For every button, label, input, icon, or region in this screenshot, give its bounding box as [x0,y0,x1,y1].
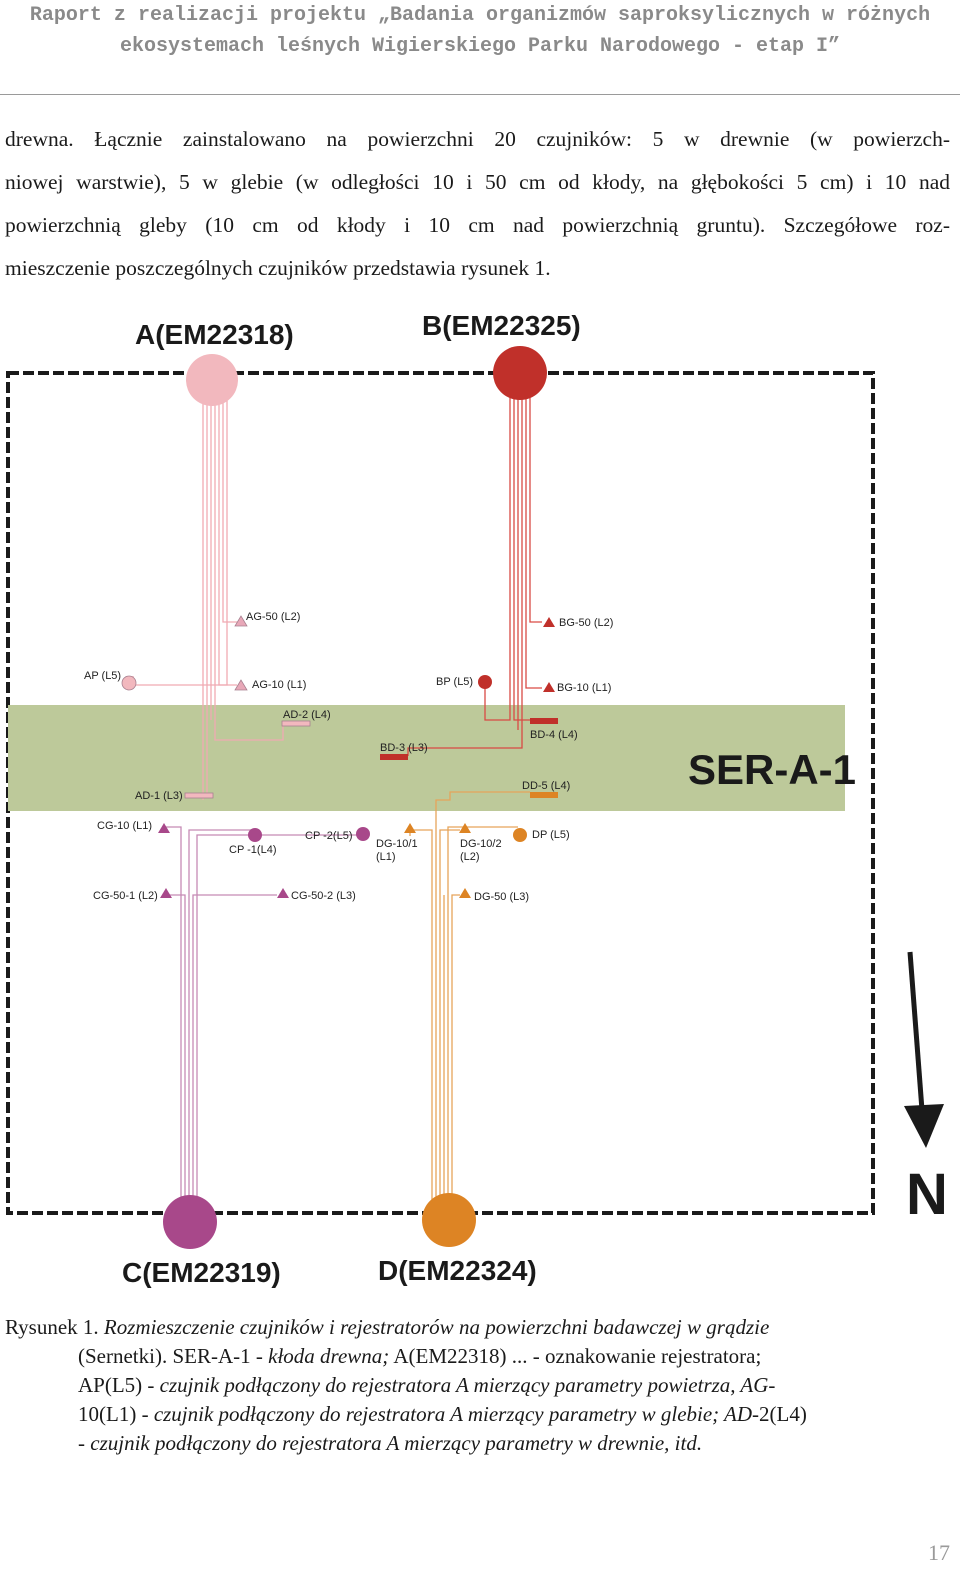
sensor-cg502-label: CG-50-2 (L3) [291,890,356,902]
sensor-ad2-icon [281,720,311,727]
logger-a-label: A(EM22318) [135,319,294,350]
sensor-dg101-label-1: DG-10/1 [376,838,418,850]
sensor-ad1-icon [184,792,214,799]
log-area [8,705,845,811]
logger-b-marker [493,346,547,400]
sensor-cp2-icon [356,827,370,841]
sensor-cg501-icon [160,888,172,898]
sensor-cg502-icon [277,888,289,898]
body-line: powierzchnią gleby (10 cm od kłody i 10 … [5,213,950,237]
sensor-bg50-icon [543,617,555,627]
sensor-dg50-icon [459,888,471,898]
sensor-ap-icon [121,675,137,691]
caption-text-italic: kłoda drewna; [268,1344,390,1368]
sensor-cg10-label: CG-10 (L1) [97,820,152,832]
caption-text: AP(L5) - [78,1373,160,1397]
caption-line-1: Rysunek 1. Rozmieszczenie czujników i re… [5,1313,950,1342]
sensor-bd4-label: BD-4 (L4) [530,729,578,741]
body-paragraph: drewna. Łącznie zainstalowano na powierz… [5,118,950,290]
sensor-bd3-icon [380,754,408,760]
sensor-cp2-label: CP -2(L5) [305,830,352,842]
sensor-dg102-label-2: (L2) [460,851,480,863]
body-line: mieszczenie poszczególnych czujników prz… [5,256,551,280]
logger-a-marker [186,354,238,406]
sensor-ag50-label: AG-50 (L2) [246,611,300,623]
sensor-dd5-label: DD-5 (L4) [522,780,570,792]
sensor-cp1-label: CP -1(L4) [229,844,276,856]
sensor-layout-figure: A(EM22318) B(EM22325) C(EM22319) D(EM223… [6,310,948,1288]
caption-text: (Sernetki). SER-A-1 - [78,1344,269,1368]
cables-c [166,826,363,1210]
sensor-dg102-icon [459,823,471,833]
body-line: niowej warstwie), 5 w glebie (w odległoś… [5,170,950,194]
sensor-bg10-icon [543,682,555,692]
north-arrow-icon [904,951,944,1148]
caption-title: Rozmieszczenie czujników i rejestratorów… [103,1315,770,1339]
sensor-ag50-icon [234,615,248,627]
caption-line-2: (Sernetki). SER-A-1 - kłoda drewna; A(EM… [5,1342,950,1371]
page-number: 17 [928,1540,950,1565]
caption-text-italic: czujnik podłączony do rejestratora A mie… [153,1402,760,1426]
sensor-bd3-label: BD-3 (L3) [380,742,428,754]
sensor-bp-icon [478,675,492,689]
sensor-bp-label: BP (L5) [436,676,473,688]
sensor-ap-label: AP (L5) [84,670,121,682]
caption-line-3: AP(L5) - czujnik podłączony do rejestrat… [5,1371,950,1400]
sensor-dg101-icon [404,823,416,833]
logger-c-label: C(EM22319) [122,1257,281,1288]
caption-text: 10(L1) - [78,1402,154,1426]
sensor-dp-label: DP (L5) [532,829,570,841]
sensor-ag10-label: AG-10 (L1) [252,679,306,691]
log-label: SER-A-1 [688,746,856,793]
caption-fig-number: Rysunek 1. [5,1315,104,1339]
sensor-ad1-label: AD-1 (L3) [135,790,183,802]
figure-caption: Rysunek 1. Rozmieszczenie czujników i re… [5,1313,950,1458]
caption-text-italic: - czujnik podłączony do rejestratora A m… [78,1431,703,1455]
sensor-dp-icon [513,828,527,842]
header-line-2: ekosystemach leśnych Wigierskiego Parku … [119,35,841,58]
sensor-bg10-label: BG-10 (L1) [557,682,611,694]
sensor-cg10-icon [158,823,170,833]
north-label: N [906,1162,948,1227]
header-line-1: Raport z realizacji projektu „Badania or… [29,4,931,27]
sensor-ag10-icon [234,679,248,691]
logger-c-marker [163,1195,217,1249]
caption-text: 2(L4) [759,1402,807,1426]
logger-d-marker [422,1193,476,1247]
caption-line-5: - czujnik podłączony do rejestratora A m… [5,1429,950,1458]
logger-b-label: B(EM22325) [422,310,581,341]
cables-b [407,398,542,756]
sensor-cg501-label: CG-50-1 (L2) [93,890,158,902]
caption-line-4: 10(L1) - czujnik podłączony do rejestrat… [5,1400,950,1429]
sensor-dd5-icon [530,792,558,798]
caption-text: A(EM22318) ... - oznakowanie rejestrator… [389,1344,762,1368]
sensor-dg101-label-2: (L1) [376,851,396,863]
logger-d-label: D(EM22324) [378,1255,537,1286]
sensor-bd4-icon [530,718,558,724]
sensor-ad2-label: AD-2 (L4) [283,709,331,721]
caption-text-italic: czujnik podłączony do rejestratora A mie… [159,1373,776,1397]
sensor-cp1-icon [248,828,262,842]
sensor-dg50-label: DG-50 (L3) [474,891,529,903]
sensor-bg50-label: BG-50 (L2) [559,617,613,629]
sensor-dg102-label-1: DG-10/2 [460,838,502,850]
body-line: drewna. Łącznie zainstalowano na powierz… [5,127,950,151]
page-header: Raport z realizacji projektu „Badania or… [0,0,960,95]
